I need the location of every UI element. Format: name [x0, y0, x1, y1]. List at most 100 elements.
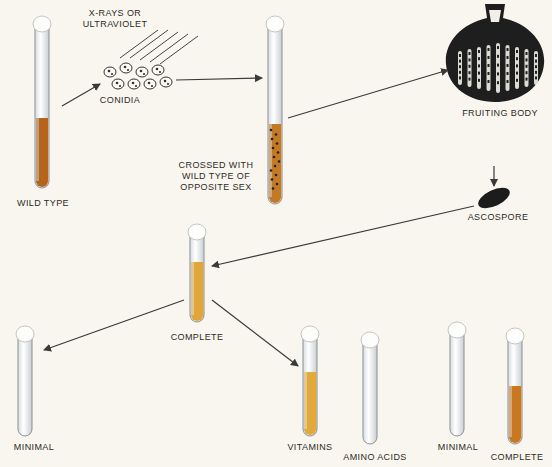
culture-dot: [273, 156, 276, 159]
spore-mark: [497, 55, 499, 58]
culture-dot: [277, 151, 280, 154]
cotton-plug: [33, 16, 51, 32]
spore-mark: [507, 48, 509, 51]
spore-mark: [535, 71, 537, 74]
conidia-nuclei: [108, 66, 169, 87]
spore-mark: [507, 72, 509, 75]
spore-mark: [488, 80, 490, 83]
caption-label: VITAMINS: [278, 442, 342, 453]
glint: [509, 386, 512, 437]
culture-dot: [276, 142, 279, 145]
culture-dot: [272, 187, 275, 190]
spore-mark: [459, 71, 461, 74]
caption-label: COMPLETE: [488, 452, 546, 463]
spore-mark: [469, 52, 471, 55]
spore-mark: [526, 52, 528, 55]
cotton-plug: [16, 326, 34, 342]
test-tube: [35, 28, 49, 188]
cotton-plug: [448, 322, 466, 338]
culture-dot: [275, 133, 278, 136]
culture-dot: [272, 147, 275, 150]
cotton-plug: [188, 224, 206, 240]
glint: [304, 372, 307, 429]
spore-mark: [459, 54, 461, 57]
caption-label: FRUITING BODY: [452, 108, 548, 119]
spore-mark: [459, 76, 461, 79]
spore-mark: [488, 72, 490, 75]
caption-label: CROSSED WITH WILD TYPE OF OPPOSITE SEX: [172, 160, 260, 193]
ascus: [506, 45, 510, 91]
ascus: [496, 43, 500, 93]
medium: [36, 118, 48, 187]
spore-mark: [516, 64, 518, 67]
caption-label: X-RAYS OR ULTRAVIOLET: [70, 8, 160, 30]
spore-mark: [535, 54, 537, 57]
spore-mark: [516, 79, 518, 82]
medium: [509, 386, 521, 443]
medium: [304, 372, 316, 435]
caption-label: CONIDIA: [90, 95, 150, 106]
test-tube: [190, 236, 204, 322]
ascus: [525, 49, 529, 87]
ascospore: [475, 184, 513, 213]
spore-mark: [459, 60, 461, 63]
caption-label: MINIMAL: [428, 442, 488, 453]
caption-label: ASCOSPORE: [462, 212, 534, 223]
spore-mark: [478, 79, 480, 82]
spore-mark: [488, 48, 490, 51]
ascus: [468, 49, 472, 87]
spore-mark: [507, 80, 509, 83]
spore-mark: [526, 65, 528, 68]
test-tube: [268, 28, 282, 204]
glint: [269, 124, 272, 197]
spore-mark: [497, 46, 499, 49]
spore-mark: [469, 71, 471, 74]
culture-dot: [275, 174, 278, 177]
culture-dot: [271, 138, 274, 141]
caption-label: WILD TYPE: [8, 198, 78, 209]
cotton-plug: [506, 328, 524, 344]
spore-mark: [526, 78, 528, 81]
test-tube: [18, 338, 32, 436]
cotton-plug: [266, 16, 284, 32]
glint: [191, 262, 194, 315]
spore-mark: [497, 81, 499, 84]
spore-mark: [469, 58, 471, 61]
spore-mark: [497, 64, 499, 67]
culture-dot: [278, 160, 281, 163]
conidia: [104, 63, 172, 89]
culture-dot: [271, 178, 274, 181]
cotton-plug: [361, 332, 379, 348]
culture-dot: [270, 169, 273, 172]
caption-label: AMINO ACIDS: [340, 452, 410, 463]
test-tube: [450, 334, 464, 436]
spore-mark: [526, 71, 528, 74]
test-tube: [303, 338, 317, 436]
test-tubes: [16, 16, 524, 444]
ascus: [534, 51, 538, 85]
spore-mark: [478, 50, 480, 53]
ascus: [487, 45, 491, 91]
spore-mark: [469, 65, 471, 68]
spore-mark: [516, 57, 518, 60]
spore-mark: [478, 57, 480, 60]
spore-mark: [535, 60, 537, 63]
spore-mark: [535, 65, 537, 68]
spore-mark: [478, 72, 480, 75]
fruiting-body: [446, 4, 544, 102]
medium: [191, 262, 203, 321]
ascus: [515, 47, 519, 89]
spore-mark: [535, 76, 537, 79]
ascus: [458, 51, 462, 85]
spore-mark: [526, 58, 528, 61]
culture-dot: [270, 129, 273, 132]
arrows: [44, 70, 494, 366]
ascus: [477, 47, 481, 89]
spore-mark: [469, 78, 471, 81]
spore-mark: [507, 56, 509, 59]
test-tube: [508, 340, 522, 444]
culture-dot: [274, 165, 277, 168]
spore-mark: [516, 50, 518, 53]
test-tube: [363, 344, 377, 444]
